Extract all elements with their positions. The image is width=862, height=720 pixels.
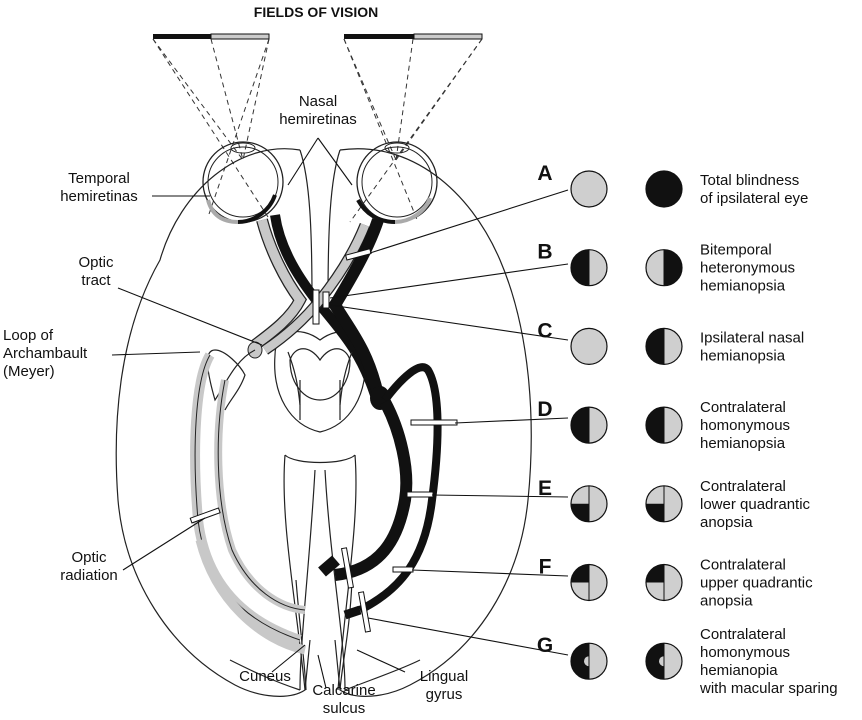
optic-pathways — [247, 214, 390, 410]
visual-field-bars — [153, 33, 483, 40]
lesion-description-line: lower quadrantic — [700, 496, 811, 513]
lesion-description-line: with macular sparing — [699, 680, 838, 697]
fields-of-vision-title: FIELDS OF VISION — [254, 4, 378, 20]
lesion-description-line: of ipsilateral eye — [700, 190, 808, 207]
left-field-black-half — [153, 34, 211, 39]
loop-label-3: (Meyer) — [3, 363, 55, 380]
lesion-letter: D — [537, 398, 552, 421]
right-eye-field — [645, 327, 683, 365]
lesion-description-line: Total blindness — [700, 172, 799, 189]
lesion-description-line: Contralateral — [700, 399, 786, 416]
left-optic-radiation — [190, 349, 307, 655]
lesion-description-line: hemianopia — [700, 662, 778, 679]
lesion-description-line: anopsia — [700, 514, 753, 531]
left-field-gray-half — [210, 33, 270, 40]
lingual-label-1: Lingual — [420, 668, 468, 685]
lesion-description-line: Contralateral — [700, 626, 786, 643]
right-eye-field — [645, 249, 683, 287]
left-nasal-hemiretina — [237, 194, 277, 224]
optic-tract-label-1: Optic — [78, 254, 114, 271]
lesion-letter: E — [538, 477, 552, 500]
lingual-label-2: gyrus — [426, 686, 463, 703]
lesion-description-line: Ipsilateral nasal — [700, 329, 804, 346]
right-eye-field — [645, 642, 683, 680]
lesion-description-line: hemianopsia — [700, 347, 786, 364]
calcarine-label-2: sulcus — [323, 700, 366, 717]
temporal-hemiretinas-label-2: hemiretinas — [60, 188, 138, 205]
left-eye-field — [570, 406, 608, 444]
lesion-letter: B — [537, 241, 552, 264]
left-temporal-hemiretina — [206, 199, 239, 224]
right-optic-radiation — [318, 363, 442, 620]
lesion-description-line: Bitemporal — [700, 242, 772, 259]
right-temporal-hemiretina — [394, 197, 432, 224]
calcarine-label-1: Calcarine — [312, 682, 375, 699]
right-field-gray-half — [413, 33, 483, 40]
right-eye-field — [645, 170, 683, 208]
loop-label-2: Archambault — [3, 345, 88, 362]
left-eye-field — [570, 249, 608, 287]
lesion-letter: F — [539, 556, 552, 579]
right-eye-field — [645, 485, 683, 523]
nasal-hemiretinas-label-1: Nasal — [299, 93, 337, 110]
optic-radiation-label-2: radiation — [60, 567, 118, 584]
lesion-description-line: anopsia — [700, 593, 753, 610]
lesion-letter: C — [537, 319, 552, 342]
left-eye-field — [570, 563, 608, 602]
lesion-description-line: hemianopsia — [700, 435, 786, 452]
lesion-marks — [189, 248, 458, 633]
right-field-black-half — [344, 34, 414, 39]
lesion-description-line: upper quadrantic — [700, 575, 813, 592]
right-eye-field — [645, 406, 683, 444]
optic-radiation-label-1: Optic — [71, 549, 107, 566]
left-eye-field — [570, 485, 608, 523]
lesion-letter: A — [537, 162, 552, 185]
lesion-description-line: heteronymous — [700, 260, 795, 277]
lesion-description-line: Contralateral — [700, 478, 786, 495]
nasal-hemiretinas-label-2: hemiretinas — [279, 111, 357, 128]
lesion-description-line: hemianopsia — [700, 278, 786, 295]
temporal-hemiretinas-label-1: Temporal — [68, 170, 130, 187]
anatomy-labels: Nasal hemiretinas Temporal hemiretinas O… — [3, 93, 468, 717]
lesion-letter: G — [537, 634, 553, 657]
left-eye — [202, 141, 284, 223]
anatomy-leaders — [111, 137, 406, 689]
lesion-description-line: Contralateral — [700, 557, 786, 574]
left-eye-field — [570, 642, 608, 680]
right-nasal-hemiretina — [356, 198, 396, 224]
lesion-leaders — [329, 189, 569, 656]
right-eye-field — [645, 563, 683, 602]
left-eye-field — [570, 327, 608, 365]
lesion-description-line: homonymous — [700, 644, 790, 661]
lesion-description-line: homonymous — [700, 417, 790, 434]
cuneus-label: Cuneus — [239, 668, 291, 685]
left-eye-field — [570, 170, 608, 208]
projection-lines — [152, 38, 483, 223]
optic-tract-label-2: tract — [81, 272, 111, 289]
loop-label-1: Loop of — [3, 327, 54, 344]
